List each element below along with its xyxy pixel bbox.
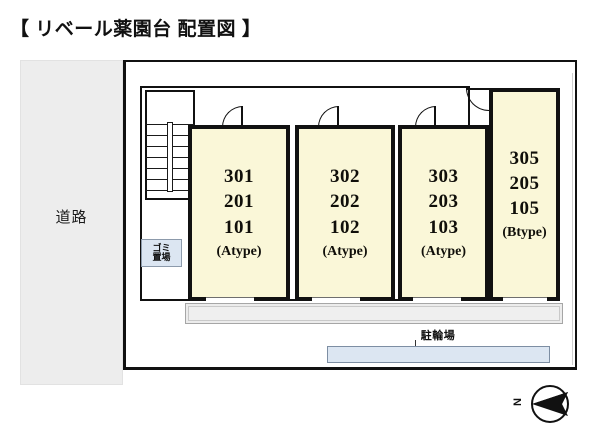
unit-floor-number: 205 (509, 172, 540, 194)
entrance-door-leaf-unit-a2 (337, 106, 339, 126)
bicycle-parking-area (327, 346, 550, 363)
unit-floor-number: 103 (428, 216, 459, 238)
unit-type-label: (Atype) (322, 243, 368, 259)
stair-handrail (167, 122, 173, 192)
unit-type-label: (Btype) (502, 225, 547, 241)
common-corridor (142, 88, 468, 128)
page-title: 【 リベール薬園台 配置図 】 (10, 19, 262, 40)
garbage-label-line-2: 置場 (152, 252, 171, 262)
compass-needle-icon (532, 392, 568, 416)
unit-type-label: (Atype) (420, 243, 467, 259)
unit-floor-number: 202 (330, 191, 360, 213)
unit-floor-number: 305 (509, 147, 540, 169)
unit-block-b1[interactable]: 305 205 105 (Btype) (489, 88, 560, 301)
compass-north-label: N (511, 398, 524, 406)
unit-floor-number: 201 (224, 191, 254, 213)
site-inner-boundary (129, 73, 573, 365)
bicycle-parking-label: 駐輪場 (420, 330, 456, 342)
entrance-door-leaf-unit-a3 (434, 106, 436, 126)
entrance-door-leaf-unit-a1 (241, 106, 243, 126)
unit-floor-number: 101 (224, 216, 254, 238)
unit-floor-number: 203 (428, 191, 459, 213)
entrance-door-leaf-unit-b1 (466, 88, 489, 90)
unit-floor-number: 302 (330, 166, 360, 188)
garbage-area: ゴミ 置場 (141, 239, 182, 267)
compass-rose-icon: N (512, 382, 574, 428)
unit-floor-number: 105 (509, 198, 540, 220)
bicycle-parking-leader-line (415, 340, 416, 348)
balcony-band-inner (188, 306, 560, 321)
road-label: 道路 (55, 209, 88, 226)
unit-block-a3[interactable]: 303 203 103 (Atype) (398, 125, 489, 301)
unit-block-a2[interactable]: 302 202 102 (Atype) (295, 125, 395, 301)
road-area (20, 60, 123, 385)
site-boundary (123, 60, 577, 370)
garbage-label-line-1: ゴミ (152, 243, 171, 253)
unit-type-label: (Atype) (216, 243, 262, 259)
unit-floor-number: 303 (428, 166, 459, 188)
unit-floor-number: 301 (224, 166, 254, 188)
unit-floor-number: 102 (330, 216, 360, 238)
unit-block-a1[interactable]: 301 201 101 (Atype) (188, 125, 290, 301)
